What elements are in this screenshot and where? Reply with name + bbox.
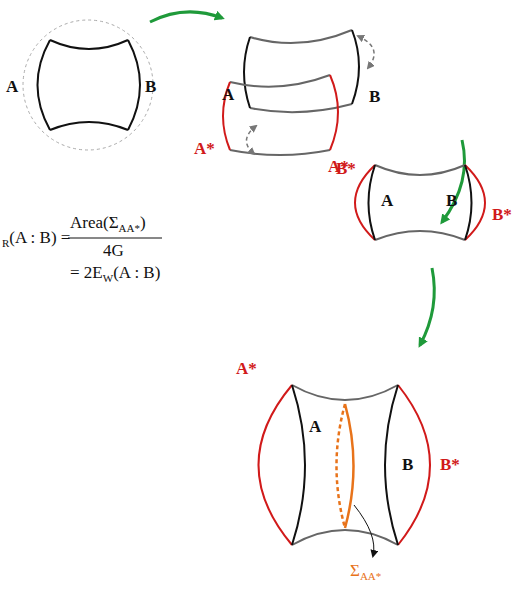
formula-text: 4G [103,241,124,260]
formula-text: Σ [350,561,360,580]
region-label: B [369,88,380,105]
formula-group: = 2EW(A : B) [70,264,160,284]
formula-group: ΣAA* [350,562,381,582]
region-label: B [145,78,156,95]
formula-group: Area(ΣAA*) [70,214,146,234]
formula-text: (A : B) [113,263,160,282]
region-label: A* [236,360,257,377]
region-label: A* [194,140,215,157]
region-label: B [446,192,457,209]
formula-text: = 2E [70,263,103,282]
region-label: B [402,456,413,473]
formula-text: (A : B) = [9,228,70,247]
region-label: A* [328,158,349,175]
region-label: B* [440,456,460,473]
formula-text: Area(Σ [70,213,119,232]
formula-text: ) [140,213,146,232]
region-label: A [381,192,393,209]
formula-group: R(A : B) = [2,229,70,249]
formula-group: 4G [103,242,124,261]
region-label: A [6,78,18,95]
region-label: B* [492,206,512,223]
subscript: W [103,272,113,284]
subscript: AA* [119,222,140,234]
subscript: AA* [360,570,381,582]
region-label: A [222,86,234,103]
region-label: A [309,418,321,435]
subscript: R [2,237,9,249]
